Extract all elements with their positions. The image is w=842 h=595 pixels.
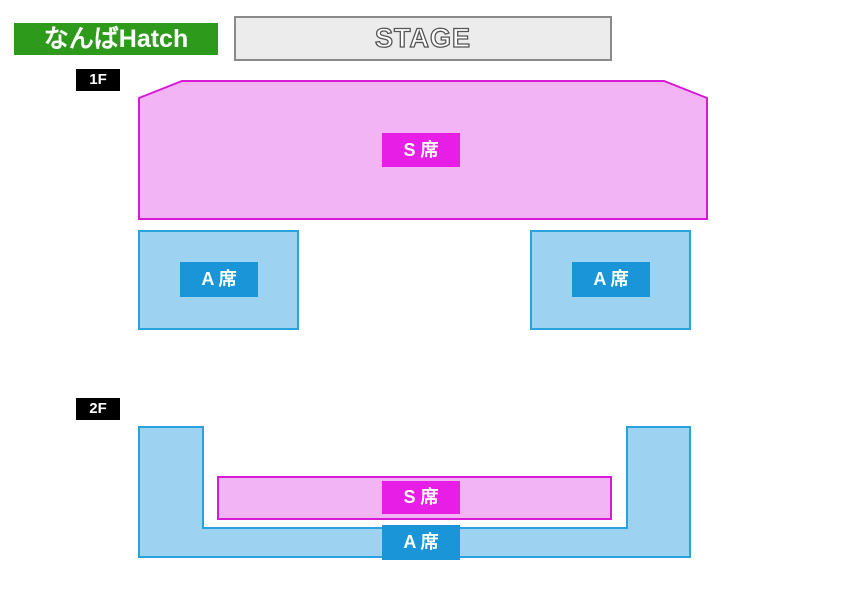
floor-1f-label: 1F [76,69,120,91]
venue-name-badge: なんばHatch [14,23,218,55]
floor-2f-a-label: A 席 [382,525,460,560]
stage-area: STAGE [234,16,612,61]
floor-2f-label: 2F [76,398,120,420]
floor-1f-s-label: S 席 [382,133,460,167]
floor-1f-a-right-label: A 席 [572,262,650,297]
floor-1f-a-left-label: A 席 [180,262,258,297]
floor-1f-a-left-section[interactable] [138,230,299,330]
floor-2f-s-label: S 席 [382,481,460,514]
